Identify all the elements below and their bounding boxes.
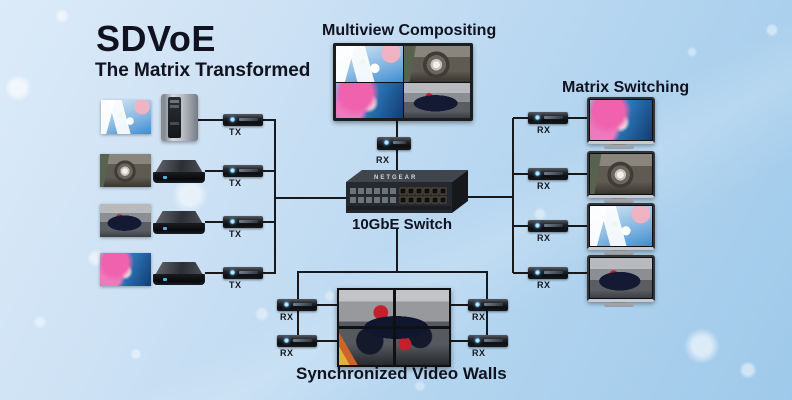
monitor-content-pink-woman <box>590 100 652 140</box>
monitor-content-race-car <box>590 258 652 298</box>
switch-ports <box>347 187 451 210</box>
display-monitor-3 <box>587 203 655 250</box>
tx-endpoint-2 <box>223 165 263 177</box>
network-switch: NETGEAR <box>346 170 468 213</box>
rx-label-wall-right-1: RX <box>472 312 486 322</box>
rx-label-multiview: RX <box>376 155 390 165</box>
video-wall-divider-horizontal <box>339 326 449 329</box>
source-device-pc-tower <box>161 94 198 141</box>
source-device-media-player-2 <box>153 211 205 235</box>
switch-brand-text: NETGEAR <box>374 175 417 181</box>
label-10gbe-switch: 10GbE Switch <box>352 216 453 233</box>
page-title: SDVoE <box>96 18 216 59</box>
rx-label-matrix-4: RX <box>537 280 551 290</box>
monitor-stand-base <box>604 303 634 307</box>
label-matrix-switching: Matrix Switching <box>562 79 690 96</box>
source-device-media-player-3 <box>153 262 205 286</box>
label-synchronized-video-walls: Synchronized Video Walls <box>296 364 507 383</box>
rx-label-matrix-1: RX <box>537 125 551 135</box>
rx-endpoint-matrix-1 <box>528 112 568 124</box>
source-thumbnail-wheel <box>100 154 151 187</box>
multiview-quadrant-wheel <box>403 46 470 82</box>
tx-endpoint-4 <box>223 267 263 279</box>
monitor-stand-base <box>604 251 634 255</box>
rx-label-wall-left-2: RX <box>280 348 294 358</box>
monitor-stand-base <box>604 145 634 149</box>
multiview-quadrant-pink-woman <box>336 82 403 118</box>
source-thumbnail-race-car <box>100 204 151 237</box>
display-monitor-4 <box>587 255 655 302</box>
multiview-quadrant-race-car <box>403 82 470 118</box>
tx-label-2: TX <box>229 178 242 188</box>
multiview-display <box>333 43 473 121</box>
source-device-media-player-1 <box>153 160 205 184</box>
rx-endpoint-wall-right-2 <box>468 335 508 347</box>
rx-endpoint-multiview <box>377 137 411 150</box>
rx-endpoint-matrix-3 <box>528 220 568 232</box>
source-thumbnail-pink-woman <box>100 253 151 286</box>
display-monitor-1 <box>587 97 655 144</box>
tx-label-3: TX <box>229 229 242 239</box>
source-thumbnail-documents <box>101 100 151 134</box>
rx-endpoint-matrix-2 <box>528 168 568 180</box>
rx-endpoint-matrix-4 <box>528 267 568 279</box>
tx-label-1: TX <box>229 127 242 137</box>
rx-endpoint-wall-right-1 <box>468 299 508 311</box>
label-multiview-compositing: Multiview Compositing <box>322 22 497 39</box>
rx-endpoint-wall-left-1 <box>277 299 317 311</box>
tx-endpoint-1 <box>223 114 263 126</box>
monitor-content-wheel <box>590 154 652 194</box>
player-led <box>163 227 167 230</box>
display-monitor-2 <box>587 151 655 198</box>
video-wall-2x2 <box>337 288 451 367</box>
monitor-stand-base <box>604 199 634 203</box>
rx-label-matrix-3: RX <box>537 233 551 243</box>
tx-label-4: TX <box>229 280 242 290</box>
player-led <box>163 278 167 281</box>
multiview-quadrant-documents <box>336 46 403 82</box>
player-led <box>163 176 167 179</box>
monitor-content-documents <box>590 206 652 246</box>
rx-endpoint-wall-left-2 <box>277 335 317 347</box>
rx-label-matrix-2: RX <box>537 181 551 191</box>
rx-label-wall-left-1: RX <box>280 312 294 322</box>
tx-endpoint-3 <box>223 216 263 228</box>
page-subtitle: The Matrix Transformed <box>95 60 311 81</box>
rx-label-wall-right-2: RX <box>472 348 486 358</box>
